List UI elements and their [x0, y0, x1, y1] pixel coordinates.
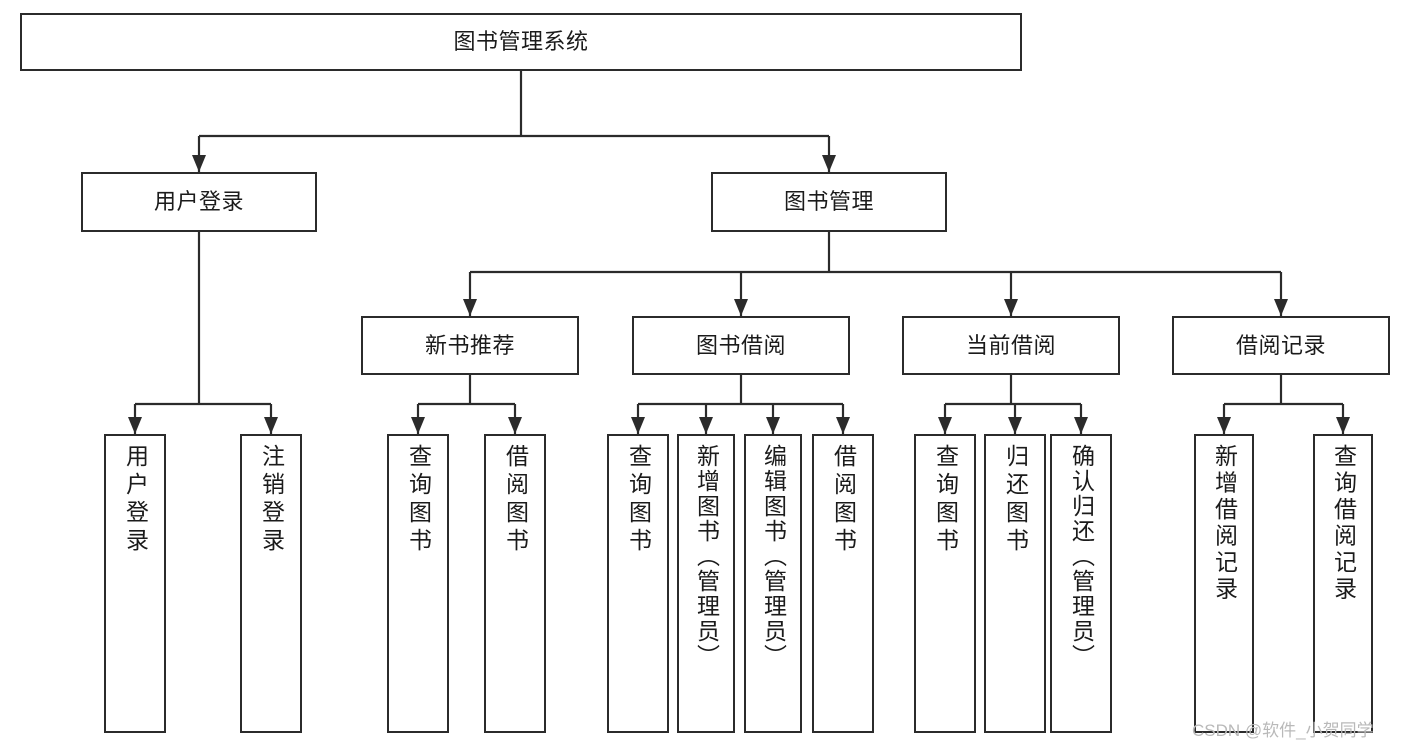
node-label: 查询图书 — [405, 444, 432, 556]
node-label: 查询借阅记录 — [1330, 444, 1357, 603]
node-leaf-borrow-add[interactable]: 新增图书（管理员） — [677, 434, 735, 733]
node-label: 借阅图书 — [830, 444, 857, 556]
arrowhead-icon — [699, 417, 713, 434]
arrowhead-icon — [1336, 417, 1350, 434]
arrowhead-icon — [836, 417, 850, 434]
node-leaf-current-confirm[interactable]: 确认归还（管理员） — [1050, 434, 1112, 733]
arrowhead-icon — [734, 299, 748, 316]
node-label: 用户登录 — [153, 189, 244, 215]
arrowhead-icon — [1008, 417, 1022, 434]
node-leaf-record-add[interactable]: 新增借阅记录 — [1194, 434, 1254, 733]
node-leaf-borrow-edit[interactable]: 编辑图书（管理员） — [744, 434, 802, 733]
arrowhead-icon — [938, 417, 952, 434]
arrowhead-icon — [631, 417, 645, 434]
arrowhead-icon — [192, 155, 206, 172]
node-label: 图书管理 — [783, 189, 874, 215]
arrowhead-icon — [1217, 417, 1231, 434]
node-current[interactable]: 当前借阅 — [902, 316, 1120, 375]
node-newbook[interactable]: 新书推荐 — [361, 316, 579, 375]
arrowhead-icon — [1004, 299, 1018, 316]
arrowhead-icon — [1074, 417, 1088, 434]
arrowhead-icon — [264, 417, 278, 434]
node-label: 查询图书 — [625, 444, 652, 556]
node-record[interactable]: 借阅记录 — [1172, 316, 1390, 375]
node-leaf-current-query[interactable]: 查询图书 — [914, 434, 976, 733]
node-label: 借阅记录 — [1235, 332, 1326, 358]
arrowhead-icon — [766, 417, 780, 434]
node-label: 图书管理系统 — [453, 29, 589, 55]
node-label: 确认归还（管理员） — [1068, 444, 1095, 669]
node-bookmgmt[interactable]: 图书管理 — [711, 172, 947, 232]
node-label: 图书借阅 — [695, 332, 786, 358]
node-label: 新增图书（管理员） — [693, 444, 720, 669]
arrowhead-icon — [508, 417, 522, 434]
arrowhead-icon — [463, 299, 477, 316]
node-login[interactable]: 用户登录 — [81, 172, 317, 232]
arrowhead-icon — [822, 155, 836, 172]
node-leaf-current-return[interactable]: 归还图书 — [984, 434, 1046, 733]
node-label: 当前借阅 — [965, 332, 1056, 358]
node-leaf-record-query[interactable]: 查询借阅记录 — [1313, 434, 1373, 733]
arrowhead-icon — [411, 417, 425, 434]
node-leaf-newbook-borrow[interactable]: 借阅图书 — [484, 434, 546, 733]
arrowhead-icon — [1274, 299, 1288, 316]
node-borrow[interactable]: 图书借阅 — [632, 316, 850, 375]
node-label: 归还图书 — [1002, 444, 1029, 556]
node-leaf-borrow-lend[interactable]: 借阅图书 — [812, 434, 874, 733]
node-label: 查询图书 — [932, 444, 959, 556]
node-leaf-user-logout[interactable]: 注销登录 — [240, 434, 302, 733]
node-leaf-user-login[interactable]: 用户登录 — [104, 434, 166, 733]
node-label: 编辑图书（管理员） — [760, 444, 787, 669]
node-leaf-borrow-query[interactable]: 查询图书 — [607, 434, 669, 733]
arrowhead-icon — [128, 417, 142, 434]
node-label: 借阅图书 — [502, 444, 529, 556]
node-leaf-newbook-query[interactable]: 查询图书 — [387, 434, 449, 733]
watermark: CSDN @软件_小贺同学 — [1192, 721, 1374, 740]
node-label: 新增借阅记录 — [1211, 444, 1238, 603]
node-label: 注销登录 — [258, 444, 285, 556]
node-root[interactable]: 图书管理系统 — [20, 13, 1022, 71]
node-label: 新书推荐 — [424, 332, 515, 358]
node-label: 用户登录 — [122, 444, 149, 556]
